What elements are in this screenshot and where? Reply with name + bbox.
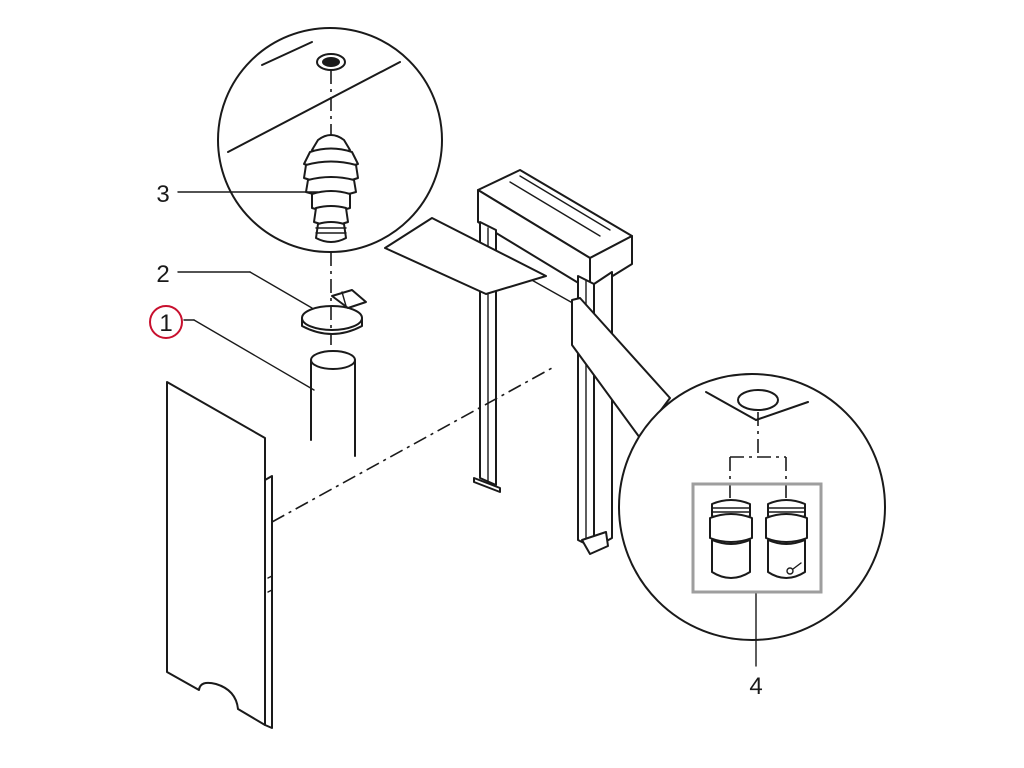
fittings-group-box [691, 482, 823, 594]
hose-fitting-left [709, 499, 753, 579]
detail-circle-top [217, 27, 443, 253]
drain-pipe [310, 350, 356, 457]
leader-1b [193, 319, 315, 391]
callout-1: 1 [159, 310, 172, 337]
side-panel [166, 381, 273, 729]
leader-2b [249, 271, 313, 309]
highlight-circle [149, 305, 183, 339]
callout-4: 4 [749, 673, 762, 700]
hose-fitting-right [765, 499, 808, 579]
hose-clamp [301, 289, 367, 335]
callout-3: 3 [156, 181, 169, 208]
detail-circle-bottom [618, 373, 886, 641]
bellows-grommet [303, 134, 359, 243]
callout-2: 2 [156, 261, 169, 288]
detail-leader-upper [384, 217, 547, 295]
panel-alignment-line [271, 367, 553, 523]
